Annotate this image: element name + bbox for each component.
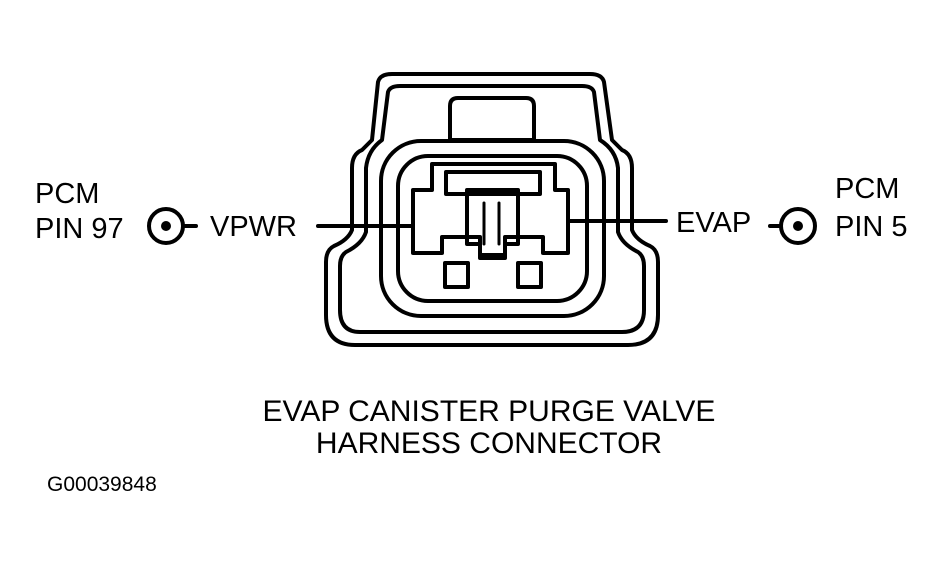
- right-terminal-icon: [768, 207, 817, 245]
- figure-id: G00039848: [47, 473, 157, 496]
- left-pcm-label: PCM: [35, 178, 99, 210]
- left-pin-number-label: PIN 97: [35, 213, 124, 245]
- evap-signal-label: EVAP: [676, 207, 751, 239]
- right-pin-number-label: PIN 5: [835, 211, 908, 243]
- caption-line-1: EVAP CANISTER PURGE VALVE: [263, 395, 716, 428]
- right-pcm-label: PCM: [835, 173, 899, 205]
- caption-line-2: HARNESS CONNECTOR: [316, 427, 662, 460]
- vpwr-signal-label: VPWR: [210, 211, 297, 243]
- left-terminal-icon: [147, 207, 198, 245]
- harness-connector: [324, 72, 660, 347]
